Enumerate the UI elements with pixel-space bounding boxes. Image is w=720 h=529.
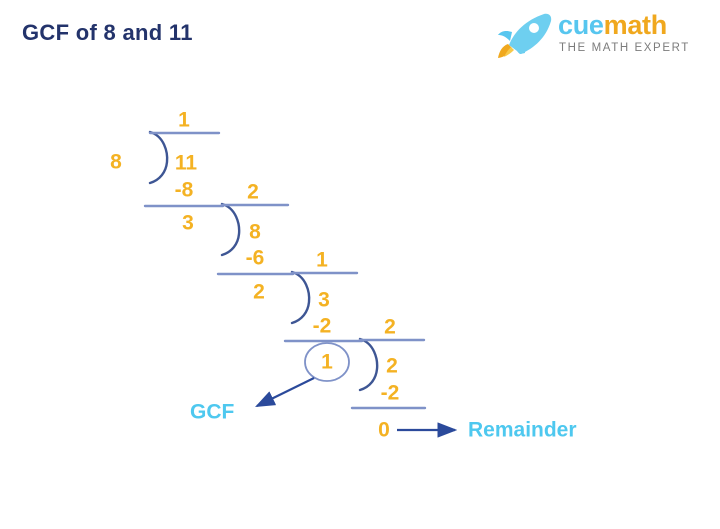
- brand-name-cue: cue: [558, 10, 604, 40]
- gcf-highlight-circle: [304, 342, 350, 382]
- dividend-step-2: 8: [249, 220, 261, 244]
- division-bracket-4: [358, 337, 379, 392]
- product-step-4: -2: [380, 381, 400, 405]
- division-bracket-2: [220, 202, 241, 257]
- dividend-step-3: 3: [318, 288, 330, 312]
- remainder-step-2: 2: [253, 280, 265, 304]
- brand-name-math: math: [603, 10, 668, 40]
- product-step-1: -8: [174, 178, 194, 202]
- division-bracket-3: [290, 270, 311, 325]
- gcf-arrow: [255, 377, 315, 407]
- rocket-icon: [496, 10, 554, 60]
- dividend-step-1: 11: [174, 151, 198, 175]
- product-step-2: -6: [245, 246, 265, 270]
- brand-tagline: THE MATH EXPERT: [559, 42, 690, 54]
- quotient-step-3: 1: [316, 248, 328, 272]
- remainder-step-4: 0: [378, 418, 390, 442]
- remainder-step-1: 3: [182, 211, 194, 235]
- page-title: GCF of 8 and 11: [22, 20, 193, 45]
- quotient-step-1: 1: [178, 108, 190, 132]
- brand-wordmark: cuemath: [558, 10, 667, 40]
- gcf-label: GCF: [190, 400, 235, 424]
- division-bracket-1: [148, 130, 169, 185]
- cuemath-logo: cuemath THE MATH EXPERT: [496, 8, 702, 64]
- quotient-step-4: 2: [384, 315, 396, 339]
- quotient-step-2: 2: [247, 180, 259, 204]
- dividend-step-4: 2: [386, 354, 398, 378]
- remainder-step-3: 1: [321, 350, 333, 374]
- product-step-3: -2: [312, 314, 332, 338]
- divisor-step-1: 8: [110, 150, 122, 174]
- remainder-label: Remainder: [468, 418, 577, 442]
